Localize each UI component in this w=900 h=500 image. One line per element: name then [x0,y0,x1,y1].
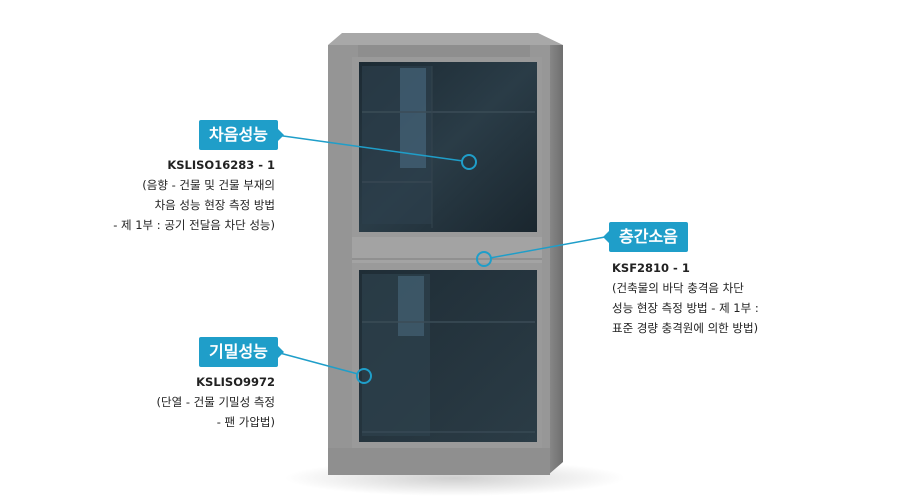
airtightness-label: 기밀성능 [199,337,284,367]
lower-window-light [398,276,424,336]
floor-impact-marker [476,251,492,267]
sound-insulation-line-3: - 제 1부 : 공기 전달음 차단 성능) [113,218,275,232]
floor-impact-leader [489,236,606,259]
sound-insulation-line-2: 차음 성능 현장 측정 방법 [154,198,275,212]
upper-window-light [400,68,426,168]
airtightness-description: KSLISO9972 (단열 - 건물 기밀성 측정 - 팬 가압법) [157,372,275,432]
sound-insulation-description: KSLISO16283 - 1 (음향 - 건물 및 건물 부재의 차음 성능 … [113,155,275,235]
sound-insulation-line-1: (음향 - 건물 및 건물 부재의 [142,178,275,192]
floor-impact-description: KSF2810 - 1 (건축물의 바닥 충격음 차단 성능 현장 측정 방법 … [612,258,759,338]
sound-insulation-leader [275,134,464,162]
sound-insulation-marker [461,154,477,170]
floor-impact-code: KSF2810 - 1 [612,261,690,275]
floor-impact-label: 층간소음 [603,222,688,252]
airtightness-code: KSLISO9972 [196,375,275,389]
chamber-side [548,45,563,475]
airtightness-line-1: (단열 - 건물 기밀성 측정 [156,395,275,409]
chamber-top [328,33,563,45]
airtightness-leader [275,351,359,375]
airtightness-marker [356,368,372,384]
floor-impact-line-2: 성능 현장 측정 방법 - 제 1부 : [612,301,759,315]
floor-impact-line-3: 표준 경량 충격원에 의한 방법) [612,321,759,335]
sound-insulation-code: KSLISO16283 - 1 [167,158,275,172]
chamber-base [328,448,550,475]
airtightness-line-2: - 팬 가압법) [216,415,275,429]
sound-insulation-label: 차음성능 [199,120,284,150]
floor-impact-line-1: (건축물의 바닥 충격음 차단 [612,281,744,295]
